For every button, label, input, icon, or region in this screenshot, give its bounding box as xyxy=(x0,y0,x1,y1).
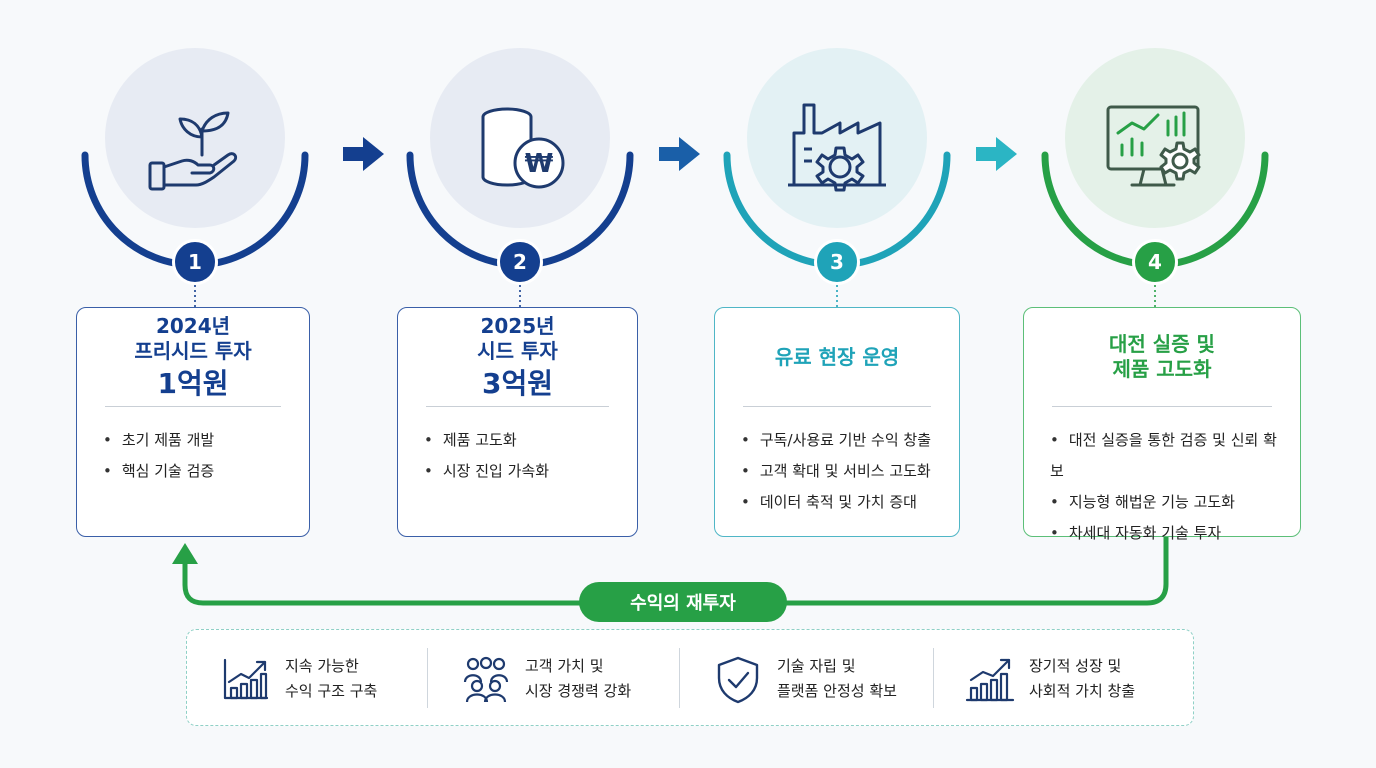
outcome-4: 장기적 성장 및 사회적 가치 창출 xyxy=(965,630,1135,727)
step-2-number-badge: 2 xyxy=(497,239,543,285)
monitor-chart-gear-icon xyxy=(1106,105,1201,187)
outcome-1: 지속 가능한 수익 구조 구축 xyxy=(221,630,377,727)
outcome-divider xyxy=(933,648,934,708)
list-item: 핵심 기술 검증 xyxy=(103,456,289,487)
list-item: 초기 제품 개발 xyxy=(103,425,289,456)
outcome-divider xyxy=(679,648,680,708)
flow-arrow-2 xyxy=(659,137,700,171)
list-item: 제품 고도화 xyxy=(424,425,617,456)
list-item: 대전 실증을 통한 검증 및 신뢰 확보 xyxy=(1050,425,1280,487)
outcomes-panel: 지속 가능한 수익 구조 구축 고객 가치 및 시장 경쟁력 강화 xyxy=(186,629,1194,726)
factory-gear-icon xyxy=(788,103,886,192)
list-item: 지능형 해법운 기능 고도화 xyxy=(1050,487,1280,518)
outcome-2-line-2: 시장 경쟁력 강화 xyxy=(525,681,632,700)
list-item: 데이터 축적 및 가치 증대 xyxy=(741,487,939,518)
step-1-year: 2024년 xyxy=(155,313,231,338)
step-2-divider xyxy=(426,406,609,407)
step-4-card: 대전 실증 및 제품 고도화 대전 실증을 통한 검증 및 신뢰 확보 지능형 … xyxy=(1023,307,1301,542)
step-2-title: 시드 투자 xyxy=(477,338,558,363)
step-3-bullets: 구독/사용료 기반 수익 창출 고객 확대 및 서비스 고도화 데이터 축적 및… xyxy=(735,425,939,518)
step-3-icon-circle xyxy=(747,48,927,228)
step-2-card: 2025년 시드 투자 3억원 제품 고도화 시장 진입 가속화 xyxy=(397,307,638,537)
reinvest-arrowhead xyxy=(172,543,198,564)
step-1-number-badge: 1 xyxy=(172,239,218,285)
step-1-title: 프리시드 투자 xyxy=(134,338,252,363)
step-4-number-badge: 4 xyxy=(1132,239,1178,285)
step-4-bullets: 대전 실증을 통한 검증 및 신뢰 확보 지능형 해법운 기능 고도화 차세대 … xyxy=(1044,425,1280,549)
outcome-4-line-1: 장기적 성장 및 xyxy=(1029,656,1122,675)
step-4-divider xyxy=(1052,406,1272,407)
step-4-title-line-2: 제품 고도화 xyxy=(1112,357,1212,381)
step-1-card: 2024년 프리시드 투자 1억원 초기 제품 개발 핵심 기술 검증 xyxy=(76,307,310,537)
people-group-icon xyxy=(463,656,509,702)
step-1-amount: 1억원 xyxy=(157,366,229,400)
outcome-1-line-2: 수익 구조 구축 xyxy=(285,681,378,700)
step-1-bullets: 초기 제품 개발 핵심 기술 검증 xyxy=(97,425,289,487)
outcome-4-line-2: 사회적 가치 창출 xyxy=(1029,681,1136,700)
step-2-year: 2025년 xyxy=(480,313,555,338)
outcome-3: 기술 자립 및 플랫폼 안정성 확보 xyxy=(713,630,897,727)
outcome-2-line-1: 고객 가치 및 xyxy=(525,656,604,675)
shield-check-icon xyxy=(717,656,759,703)
step-2-bullets: 제품 고도화 시장 진입 가속화 xyxy=(418,425,617,487)
step-1-divider xyxy=(105,406,281,407)
flow-arrow-1 xyxy=(343,137,384,171)
bar-growth-icon xyxy=(965,658,1015,701)
svg-text:₩: ₩ xyxy=(525,149,554,179)
flow-arrow-3 xyxy=(976,137,1017,171)
outcome-2: 고객 가치 및 시장 경쟁력 강화 xyxy=(461,630,631,727)
plant-in-hand-icon xyxy=(148,111,238,191)
step-3-divider xyxy=(743,406,931,407)
outcome-1-line-1: 지속 가능한 xyxy=(285,656,359,675)
step-3-card: 유료 현장 운영 구독/사용료 기반 수익 창출 고객 확대 및 서비스 고도화… xyxy=(714,307,960,537)
step-2-amount: 3억원 xyxy=(481,366,553,400)
outcome-3-line-1: 기술 자립 및 xyxy=(777,656,856,675)
won-coins-icon: ₩ xyxy=(481,107,565,189)
list-item: 구독/사용료 기반 수익 창출 xyxy=(741,425,939,456)
step-4-icon-circle xyxy=(1065,48,1245,228)
growth-chart-icon xyxy=(223,658,269,699)
list-item: 차세대 자동화 기술 투자 xyxy=(1050,518,1280,549)
step-3-number-badge: 3 xyxy=(814,239,860,285)
reinvest-label: 수익의 재투자 xyxy=(579,582,787,622)
outcome-divider xyxy=(427,648,428,708)
outcome-3-line-2: 플랫폼 안정성 확보 xyxy=(777,681,897,700)
list-item: 고객 확대 및 서비스 고도화 xyxy=(741,456,939,487)
step-4-title-line-1: 대전 실증 및 xyxy=(1109,332,1215,356)
step-3-title: 유료 현장 운영 xyxy=(774,344,900,369)
list-item: 시장 진입 가속화 xyxy=(424,456,617,487)
